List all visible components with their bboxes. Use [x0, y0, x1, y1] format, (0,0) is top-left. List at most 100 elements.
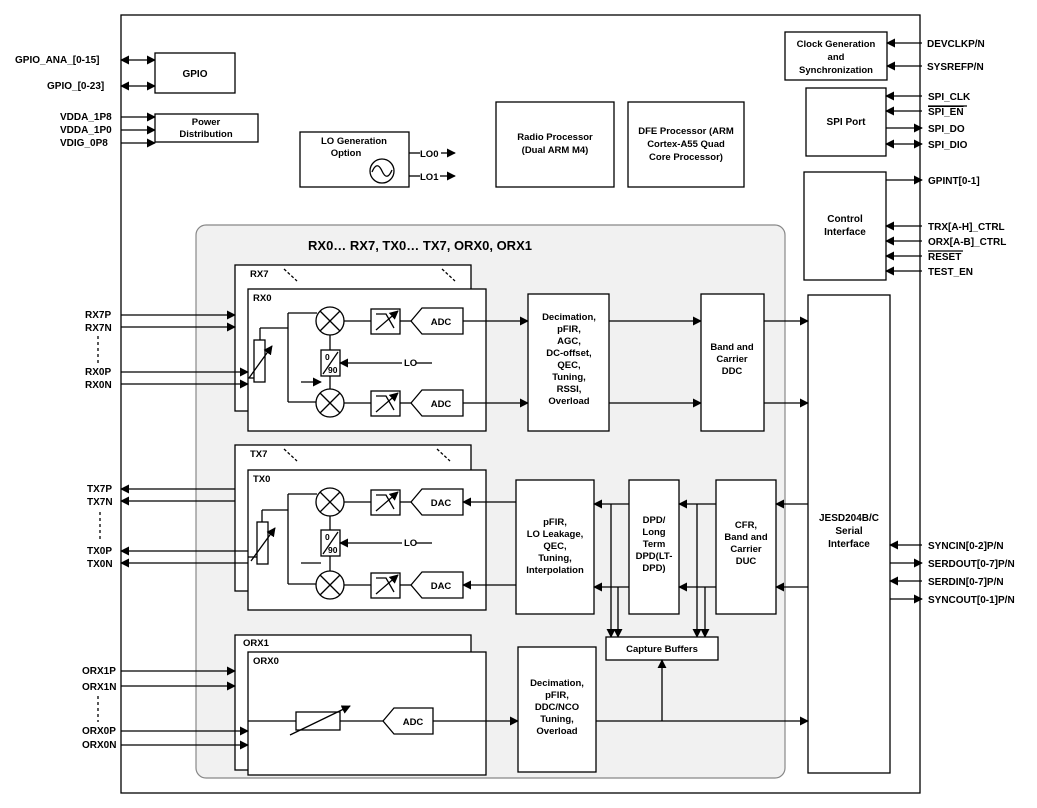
- tx-mixer-q-x2: [319, 574, 341, 596]
- spi-port-label: SPI Port: [827, 117, 867, 128]
- orx-dsp-block: [517, 646, 597, 773]
- pin-tx0n: TX0N: [87, 559, 113, 570]
- pin-rx0n: RX0N: [85, 380, 112, 391]
- rx-phase-slash: [322, 351, 339, 375]
- pin-sysref: SYSREFP/N: [927, 62, 984, 73]
- orx-dsp-line-4: Tuning,: [540, 714, 574, 725]
- rx-phase-0: 0: [325, 352, 330, 362]
- pin-tx7p: TX7P: [87, 484, 112, 495]
- dfe-proc-label-1: DFE Processor (ARM: [638, 126, 734, 137]
- dpd-block: [628, 479, 680, 615]
- clock-gen-label-3: Synchronization: [799, 65, 873, 76]
- jesd-interface-block: [807, 294, 891, 774]
- dpd-line-5: DPD): [642, 563, 665, 574]
- pin-syncin: SYNCIN[0-2]P/N: [928, 541, 1004, 552]
- orx-adc-label: ADC: [403, 717, 424, 728]
- pin-vdig-0p8: VDIG_0P8: [60, 138, 108, 149]
- jesd-label-3: Interface: [828, 539, 870, 550]
- pin-devclk: DEVCLKP/N: [927, 39, 985, 50]
- channel-region-title: RX0… RX7, TX0… TX7, ORX0, ORX1: [308, 238, 532, 253]
- orx1-label: ORX1: [243, 638, 270, 649]
- power-label-2: Distribution: [179, 129, 232, 140]
- rx-dsp-line-6: Tuning,: [552, 372, 586, 383]
- pin-rx0p: RX0P: [85, 367, 111, 378]
- pin-rx7p: RX7P: [85, 310, 111, 321]
- tx-dsp-line-3: QEC,: [543, 541, 566, 552]
- radio-proc-label-1: Radio Processor: [517, 132, 593, 143]
- pin-gpio: GPIO_[0-23]: [47, 81, 104, 92]
- dpd-line-3: Term: [643, 539, 666, 550]
- tx-phase-0: 0: [325, 532, 330, 542]
- tx7-dots-2: [436, 448, 451, 462]
- pin-spi-en: SPI_EN: [928, 107, 964, 118]
- spi-port-block: [805, 87, 887, 157]
- tx-lo-label: LO: [404, 538, 417, 549]
- power-label-1: Power: [192, 117, 221, 128]
- pin-spi-dio: SPI_DIO: [928, 140, 968, 151]
- rx-adc-q-label: ADC: [431, 399, 452, 410]
- orx-dsp-line-1: Decimation,: [530, 678, 584, 689]
- pin-vdda-1p8: VDDA_1P8: [60, 112, 112, 123]
- tx0-label: TX0: [253, 474, 270, 485]
- jesd-label-2: Serial: [835, 526, 862, 537]
- pin-orx1n: ORX1N: [82, 682, 116, 693]
- pin-gpio-ana: GPIO_ANA_[0-15]: [15, 55, 99, 66]
- rx-filter-q-arrow: [375, 392, 399, 413]
- tx-dsp-line-2: LO Leakage,: [527, 529, 584, 540]
- radio-processor-block: [495, 101, 615, 188]
- lo1-label: LO1: [420, 172, 439, 183]
- tx-attenuator-arrow: [250, 527, 276, 562]
- tx7-dots-1: [283, 448, 298, 462]
- gpio-block: [154, 52, 236, 94]
- dpd-line-4: DPD(LT-: [636, 551, 673, 562]
- rx-dsp-line-4: DC-offset,: [546, 348, 591, 359]
- cfr-line-4: DUC: [736, 556, 757, 567]
- band-ddc-line-2: Carrier: [716, 354, 747, 365]
- rx-attenuator: [253, 339, 266, 383]
- tx-filter-q-curve: [376, 577, 395, 593]
- pin-orx0n: ORX0N: [82, 740, 116, 751]
- rx-filter-i-arrow: [375, 310, 399, 331]
- pin-orx1p: ORX1P: [82, 666, 116, 677]
- tx-filter-q-arrow: [375, 574, 399, 595]
- rx0-label: RX0: [253, 293, 271, 304]
- dfe-processor-block: [627, 101, 745, 188]
- orx-dsp-line-5: Overload: [536, 726, 577, 737]
- lo0-label: LO0: [420, 149, 438, 160]
- tx-phase-slash: [322, 531, 339, 555]
- clock-gen-block: [784, 31, 888, 81]
- tx-mixer-i-x2: [319, 491, 341, 513]
- rx-dsp-line-7: RSSI,: [557, 384, 582, 395]
- cfr-line-2: Band and: [724, 532, 767, 543]
- rx-dsp-line-8: Overload: [548, 396, 589, 407]
- clock-gen-label-1: Clock Generation: [797, 39, 876, 50]
- tx-dsp-line-4: Tuning,: [538, 553, 572, 564]
- tx-dsp-line-5: Interpolation: [526, 565, 584, 576]
- orx0-panel: [247, 651, 487, 776]
- pin-tx7n: TX7N: [87, 497, 113, 508]
- pin-trx-ctrl: TRX[A-H]_CTRL: [928, 222, 1005, 233]
- tx-filter-i-arrow: [375, 491, 399, 512]
- cfr-duc-block: [715, 479, 777, 615]
- pin-serdout: SERDOUT[0-7]P/N: [928, 559, 1015, 570]
- lo-gen-label-1: LO Generation: [321, 136, 387, 147]
- radio-proc-label-2: (Dual ARM M4): [522, 145, 589, 156]
- tx-dac-i-label: DAC: [431, 498, 452, 509]
- band-ddc-line-1: Band and: [710, 342, 753, 353]
- pin-test-en: TEST_EN: [928, 267, 973, 278]
- capture-buffers-label: Capture Buffers: [626, 644, 698, 655]
- pin-gpint: GPINT[0-1]: [928, 176, 980, 187]
- rx-lo-label: LO: [404, 358, 417, 369]
- rx-mixer-q-x2: [319, 392, 341, 414]
- dpd-line-1: DPD/: [643, 515, 666, 526]
- rx-adc-i-label: ADC: [431, 317, 452, 328]
- pin-tx0p: TX0P: [87, 546, 112, 557]
- lo-gen-label-2: Option: [331, 148, 362, 159]
- rx7-dots-1: [283, 268, 298, 282]
- rx-phase-90: 90: [328, 365, 338, 375]
- tx-dsp-block: [515, 479, 595, 615]
- orx-dsp-line-3: DDC/NCO: [535, 702, 579, 713]
- rx-dsp-line-1: Decimation,: [542, 312, 596, 323]
